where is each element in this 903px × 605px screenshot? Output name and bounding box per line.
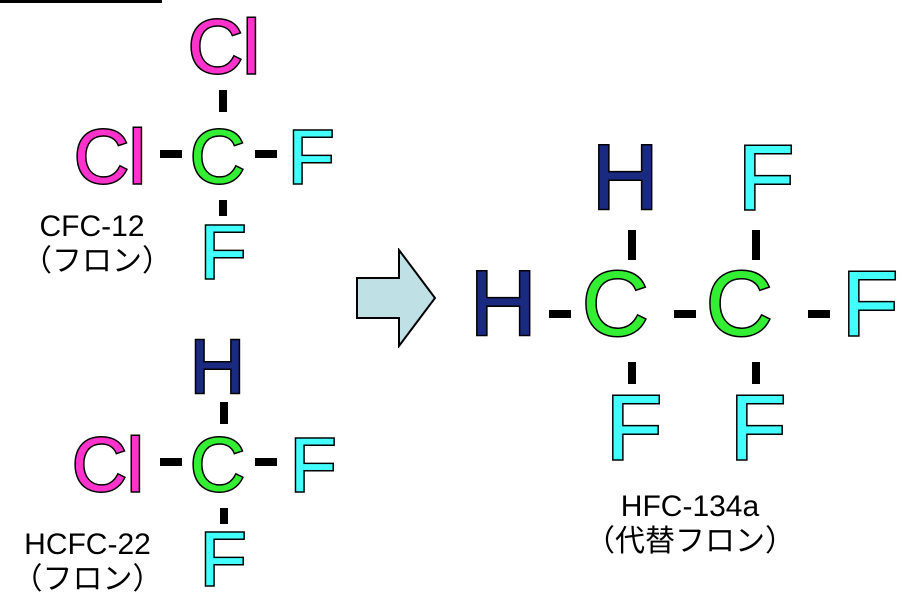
hcfc22-label: HCFC-22 （フロン）	[0, 528, 175, 597]
cfc12-atom-bottom: F	[198, 210, 247, 295]
cfc12-bond-right	[255, 150, 277, 158]
hfc134a-atom-c1-top: H	[590, 127, 659, 229]
hcfc22-atom-bottom: F	[198, 517, 247, 602]
hfc134a-name: （代替フロン）	[585, 524, 795, 558]
hfc134a-atom-c2-bottom: F	[728, 377, 787, 479]
hcfc22-bond-left	[160, 458, 182, 466]
hcfc22-bond-right	[255, 458, 277, 466]
hfc134a-atom-c2: C	[704, 253, 773, 355]
cfc12-label: CFC-12 （フロン）	[22, 210, 172, 279]
cfc12-bond-bottom	[219, 200, 227, 216]
hcfc22-atom-top: H	[189, 325, 247, 410]
cfc12-atom-right: F	[286, 115, 335, 200]
hcfc22-name: （フロン）	[12, 562, 163, 596]
hfc134a-bond-c1-c2	[674, 310, 696, 318]
hfc134a-bond-left	[549, 310, 571, 318]
hfc134a-bond-right	[808, 310, 830, 318]
hfc134a-bond-c2-top	[752, 230, 760, 260]
hfc134a-bond-c2-bottom	[752, 362, 760, 384]
hcfc22-atom-center: C	[189, 423, 247, 508]
cfc12-bond-top	[219, 90, 227, 112]
hcfc22-atom-right: F	[288, 423, 337, 508]
hfc134a-code: HFC-134a	[620, 490, 760, 523]
cfc12-atom-top: Cl	[187, 5, 262, 90]
cfc12-name: （フロン）	[22, 244, 172, 278]
hcfc22-bond-bottom	[220, 508, 228, 524]
cfc12-atom-left: Cl	[73, 115, 148, 200]
hcfc22-bond-top	[220, 402, 228, 424]
top-rule	[0, 0, 162, 3]
cfc12-code: CFC-12	[39, 210, 145, 243]
hfc134a-bond-c1-bottom	[628, 362, 636, 384]
hfc134a-atom-left: H	[468, 253, 537, 355]
hfc134a-label: HFC-134a （代替フロン）	[580, 490, 800, 559]
hcfc22-code: HCFC-22	[24, 528, 151, 561]
hfc134a-atom-c1: C	[580, 253, 649, 355]
arrow-shape	[356, 248, 437, 348]
hfc134a-atom-right: F	[840, 253, 899, 355]
hfc134a-bond-c1-top	[628, 230, 636, 260]
cfc12-bond-left	[160, 150, 182, 158]
hfc134a-atom-c1-bottom: F	[604, 377, 663, 479]
arrow-right-icon	[356, 248, 437, 348]
cfc12-atom-center: C	[189, 115, 247, 200]
hcfc22-atom-left: Cl	[71, 423, 146, 508]
hfc134a-atom-c2-top: F	[736, 127, 795, 229]
